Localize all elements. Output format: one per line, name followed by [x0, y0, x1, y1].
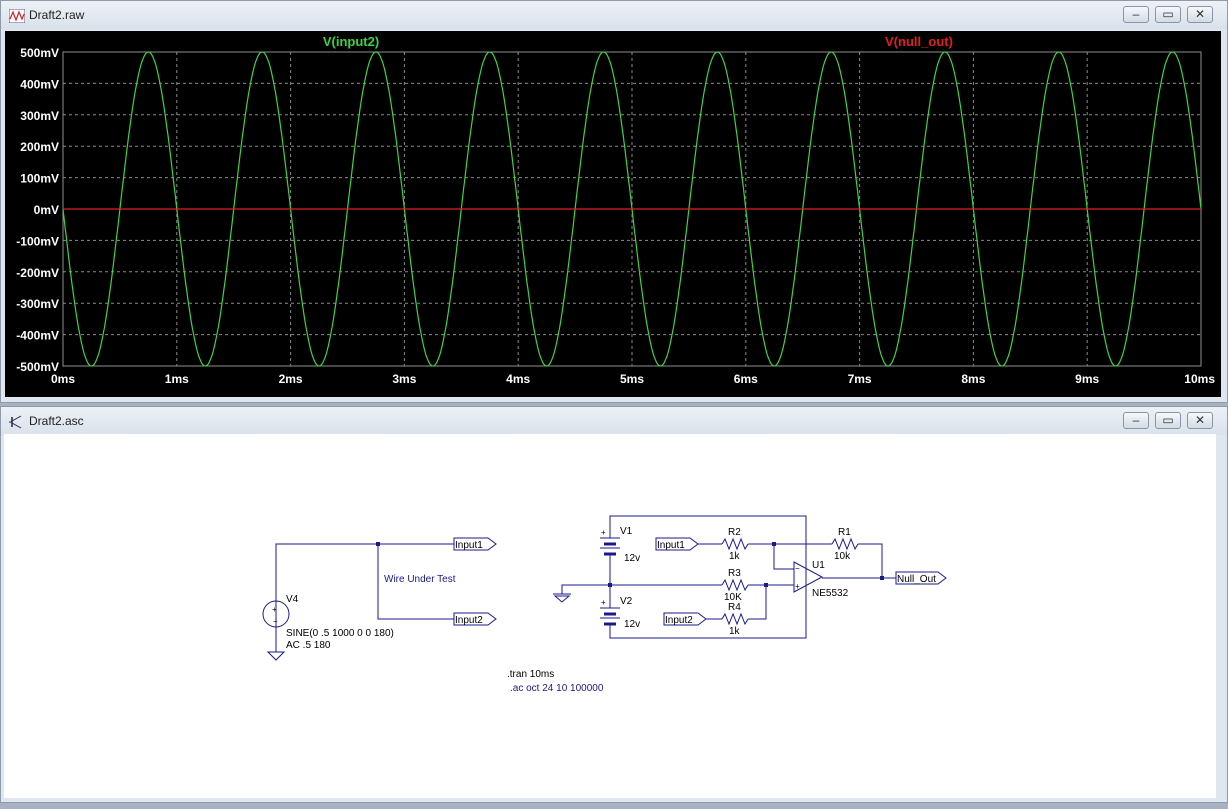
waveform-titlebar[interactable]: Draft2.raw – ▭ ✕ — [1, 1, 1227, 29]
schematic-drawing[interactable]: + − + + − + Input1 Input2 Wire Under Tes… — [4, 434, 1216, 798]
label-u1-value[interactable]: NE5532 — [812, 588, 849, 599]
x-tick-label: 10ms — [1184, 372, 1215, 386]
voltage-source-v4[interactable] — [262, 600, 290, 628]
x-tick-label: 4ms — [506, 372, 530, 386]
label-v4[interactable]: V4 — [286, 594, 299, 605]
close-button[interactable]: ✕ — [1187, 6, 1213, 23]
y-tick-label: -200mV — [16, 266, 59, 280]
resistor-r3[interactable] — [721, 578, 749, 592]
ground-icon — [266, 651, 286, 661]
label-v1[interactable]: V1 — [620, 526, 633, 537]
label-v1-value[interactable]: 12v — [624, 553, 640, 564]
net-flag-input1-b[interactable] — [655, 537, 699, 551]
y-tick-label: 200mV — [20, 140, 59, 154]
schematic-titlebar[interactable]: Draft2.asc – ▭ ✕ — [1, 407, 1227, 435]
y-tick-label: 500mV — [20, 46, 59, 60]
label-r4[interactable]: R4 — [728, 602, 741, 613]
y-tick-label: 300mV — [20, 109, 59, 123]
resistor-r2[interactable] — [721, 537, 749, 551]
junction-dot — [880, 576, 884, 580]
y-tick-label: 0mV — [34, 203, 59, 217]
y-tick-label: 400mV — [20, 77, 59, 91]
wire[interactable] — [609, 515, 807, 639]
plus-sign: + — [601, 598, 606, 607]
y-axis-labels: 500mV 400mV 300mV 200mV 100mV 0mV -100mV -200mV… — [16, 46, 59, 374]
trace-label-v-null-out[interactable]: V(null_out) — [885, 34, 953, 49]
label-wire-under-test[interactable]: Wire Under Test — [384, 574, 456, 585]
wire[interactable] — [858, 543, 883, 578]
label-r2-value[interactable]: 1k — [729, 551, 741, 562]
label-v2[interactable]: V2 — [620, 596, 633, 607]
label-r3[interactable]: R3 — [728, 568, 741, 579]
junction-dot — [772, 542, 776, 546]
label-input2[interactable]: Input2 — [455, 615, 483, 626]
net-flag-input1[interactable] — [453, 537, 497, 551]
label-r1[interactable]: R1 — [838, 527, 851, 538]
x-tick-label: 2ms — [279, 372, 303, 386]
label-input1[interactable]: Input1 — [455, 540, 483, 551]
wire[interactable] — [377, 544, 454, 620]
maximize-button[interactable]: ▭ — [1155, 6, 1181, 23]
ground-icon — [553, 595, 571, 603]
minimize-button[interactable]: – — [1123, 412, 1149, 429]
waveform-window: Draft2.raw – ▭ ✕ 500mV 400mV 300mV 200mV 100… — [0, 0, 1228, 403]
x-tick-label: 1ms — [165, 372, 189, 386]
resistor-r4[interactable] — [721, 612, 749, 626]
directive-ac[interactable]: .ac oct 24 10 100000 — [510, 683, 604, 694]
wire[interactable] — [275, 543, 454, 630]
label-u1[interactable]: U1 — [812, 560, 825, 571]
x-tick-label: 0ms — [51, 372, 75, 386]
schematic-canvas[interactable]: + − + + − + Input1 Input2 Wire Under Tes… — [4, 434, 1216, 798]
plus-sign: + — [601, 528, 606, 537]
waveform-plot[interactable]: 500mV 400mV 300mV 200mV 100mV 0mV -100mV -200mV… — [5, 31, 1221, 397]
minimize-button[interactable]: – — [1123, 6, 1149, 23]
label-input1-b[interactable]: Input1 — [657, 540, 685, 551]
wire[interactable] — [773, 544, 794, 570]
y-tick-label: 100mV — [20, 172, 59, 186]
plot-panel[interactable]: 500mV 400mV 300mV 200mV 100mV 0mV -100mV -200mV… — [5, 31, 1221, 397]
x-tick-label: 8ms — [961, 372, 985, 386]
resistor-r1[interactable] — [831, 537, 859, 551]
trace-label-v-input2[interactable]: V(input2) — [323, 34, 379, 49]
wire[interactable] — [748, 585, 767, 620]
net-flag-input2-b[interactable] — [663, 612, 707, 626]
minus-sign: − — [273, 617, 278, 626]
y-tick-label: -400mV — [16, 329, 59, 343]
directive-tran[interactable]: .tran 10ms — [507, 669, 554, 680]
label-input2-b[interactable]: Input2 — [665, 615, 693, 626]
wire[interactable] — [561, 584, 610, 594]
label-null-out[interactable]: Null_Out — [897, 574, 936, 585]
minus-sign: − — [795, 564, 800, 573]
label-r3-value[interactable]: 10K — [724, 592, 742, 603]
x-tick-label: 6ms — [734, 372, 758, 386]
junction-dot — [376, 542, 380, 546]
net-flag-null-out[interactable] — [895, 571, 947, 585]
label-r4-value[interactable]: 1k — [729, 626, 741, 637]
label-v4-value2[interactable]: AC .5 180 — [286, 640, 331, 651]
waveform-icon — [9, 9, 25, 23]
y-tick-label: -100mV — [16, 234, 59, 248]
label-v2-value[interactable]: 12v — [624, 619, 640, 630]
net-flag-input2[interactable] — [453, 612, 497, 626]
x-tick-label: 5ms — [620, 372, 644, 386]
transistor-icon — [9, 415, 22, 429]
junction-dot — [608, 583, 612, 587]
x-tick-label: 7ms — [848, 372, 872, 386]
label-r1-value[interactable]: 10k — [834, 551, 851, 562]
label-v4-value1[interactable]: SINE(0 .5 1000 0 0 180) — [286, 628, 394, 639]
junction-dot — [764, 583, 768, 587]
x-tick-label: 9ms — [1075, 372, 1099, 386]
schematic-title: Draft2.asc — [29, 414, 84, 428]
waveform-title: Draft2.raw — [29, 8, 85, 22]
label-r2[interactable]: R2 — [728, 527, 741, 538]
opamp-u1[interactable] — [793, 561, 824, 593]
close-button[interactable]: ✕ — [1187, 412, 1213, 429]
y-tick-label: -300mV — [16, 297, 59, 311]
plus-sign: + — [272, 605, 277, 614]
maximize-button[interactable]: ▭ — [1155, 412, 1181, 429]
x-axis-labels: 0ms 1ms 2ms 3ms 4ms 5ms 6ms 7ms 8ms 9ms 10ms — [51, 372, 1215, 386]
plus-sign: + — [795, 582, 800, 591]
x-tick-label: 3ms — [392, 372, 416, 386]
y-tick-label: -500mV — [16, 360, 59, 374]
